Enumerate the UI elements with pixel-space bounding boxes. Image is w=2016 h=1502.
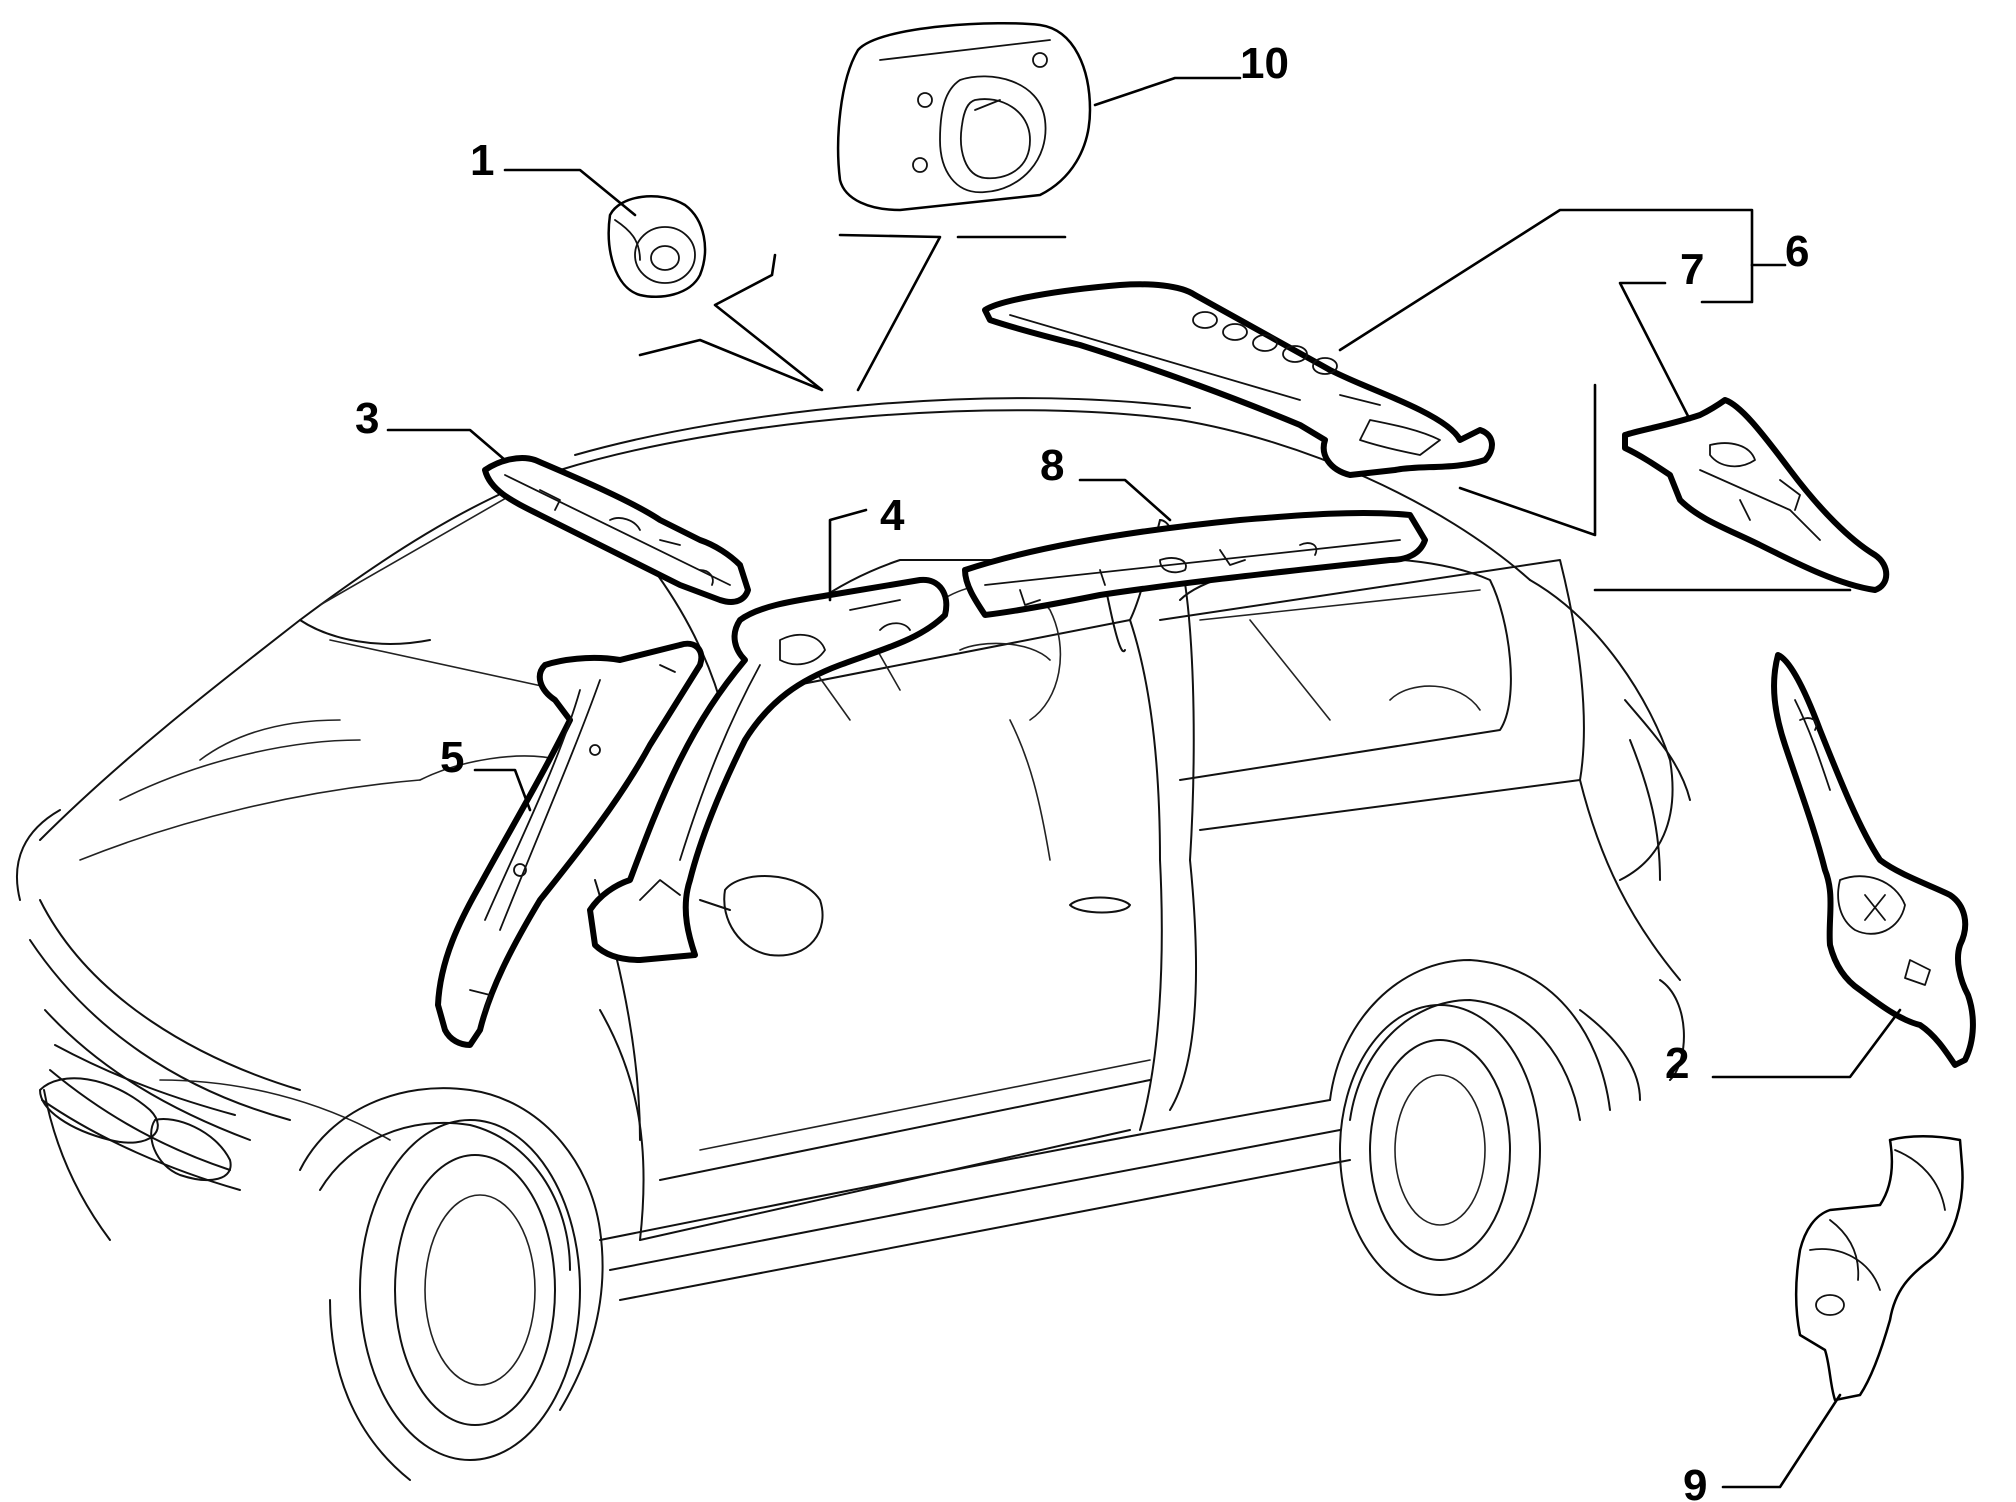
part-3-header-panel <box>482 455 751 605</box>
part-9-rear-bracket <box>1795 1135 1964 1402</box>
callout-4: 4 <box>880 491 905 540</box>
car-body-outline <box>15 397 1691 1481</box>
part-2-c-pillar-inner <box>1771 652 1976 1068</box>
part-10-cover <box>836 22 1092 212</box>
callout-1: 1 <box>470 136 494 185</box>
part-1-cap <box>607 195 707 299</box>
callout-5: 5 <box>440 733 464 782</box>
part-4-a-pillar-outer <box>587 576 950 963</box>
callout-2: 2 <box>1665 1039 1689 1088</box>
callout-3: 3 <box>355 394 379 443</box>
part-7-rear-corner-panel <box>1622 397 1890 593</box>
callout-7: 7 <box>1680 245 1704 294</box>
callout-8: 8 <box>1040 441 1064 490</box>
callout-6: 6 <box>1785 227 1809 276</box>
part-8-roof-rail <box>962 509 1428 618</box>
part-6-roof-rear-panel <box>982 281 1495 478</box>
callout-10: 10 <box>1240 39 1289 88</box>
callout-labels: 1 10 3 4 5 8 7 6 2 9 <box>355 39 1809 1502</box>
callout-9: 9 <box>1683 1461 1707 1502</box>
part-5-a-pillar-inner <box>435 640 705 1048</box>
leader-lines <box>386 76 1902 1489</box>
